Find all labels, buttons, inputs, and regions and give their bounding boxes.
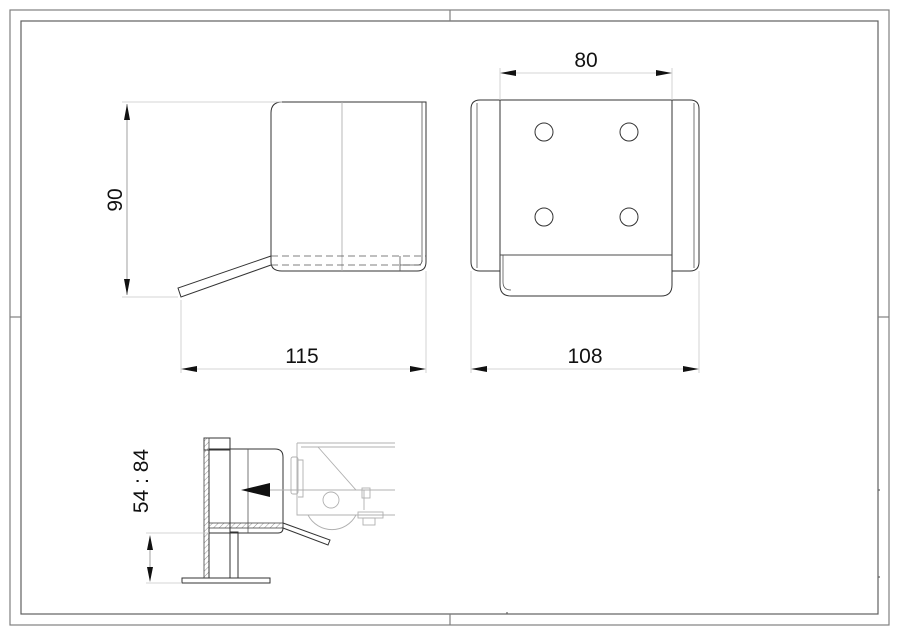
arrow-up-icon (147, 535, 153, 550)
dimension-side-width-label: 115 (285, 345, 318, 368)
arrow-left-icon (500, 70, 516, 76)
mounting-hole (619, 207, 639, 227)
arrow-right-icon (656, 70, 672, 76)
mounting-hole (534, 207, 554, 227)
dimension-mount-range-label: 54 : 84 (130, 449, 153, 514)
insert-arrow-icon (241, 483, 270, 497)
arrow-down-icon (124, 279, 130, 295)
installation-view: 54 : 84 (130, 437, 395, 584)
dimension-front-width-label: 108 (567, 345, 602, 368)
roller-carriage (290, 442, 395, 531)
arrow-up-icon (124, 104, 130, 120)
arrow-down-icon (147, 567, 153, 582)
mounting-hole (619, 122, 639, 142)
sheet-frame (9, 9, 890, 626)
arrow-left-icon (471, 366, 487, 372)
side-view: 90 115 (104, 101, 427, 373)
front-view: 80 108 (470, 49, 700, 373)
arrow-left-icon (181, 366, 197, 372)
arrow-right-icon (410, 366, 426, 372)
arrow-right-icon (683, 366, 699, 372)
dimension-hole-spacing-label: 80 (574, 49, 597, 72)
dimension-height-label: 90 (104, 188, 127, 211)
mounting-hole (534, 122, 554, 142)
